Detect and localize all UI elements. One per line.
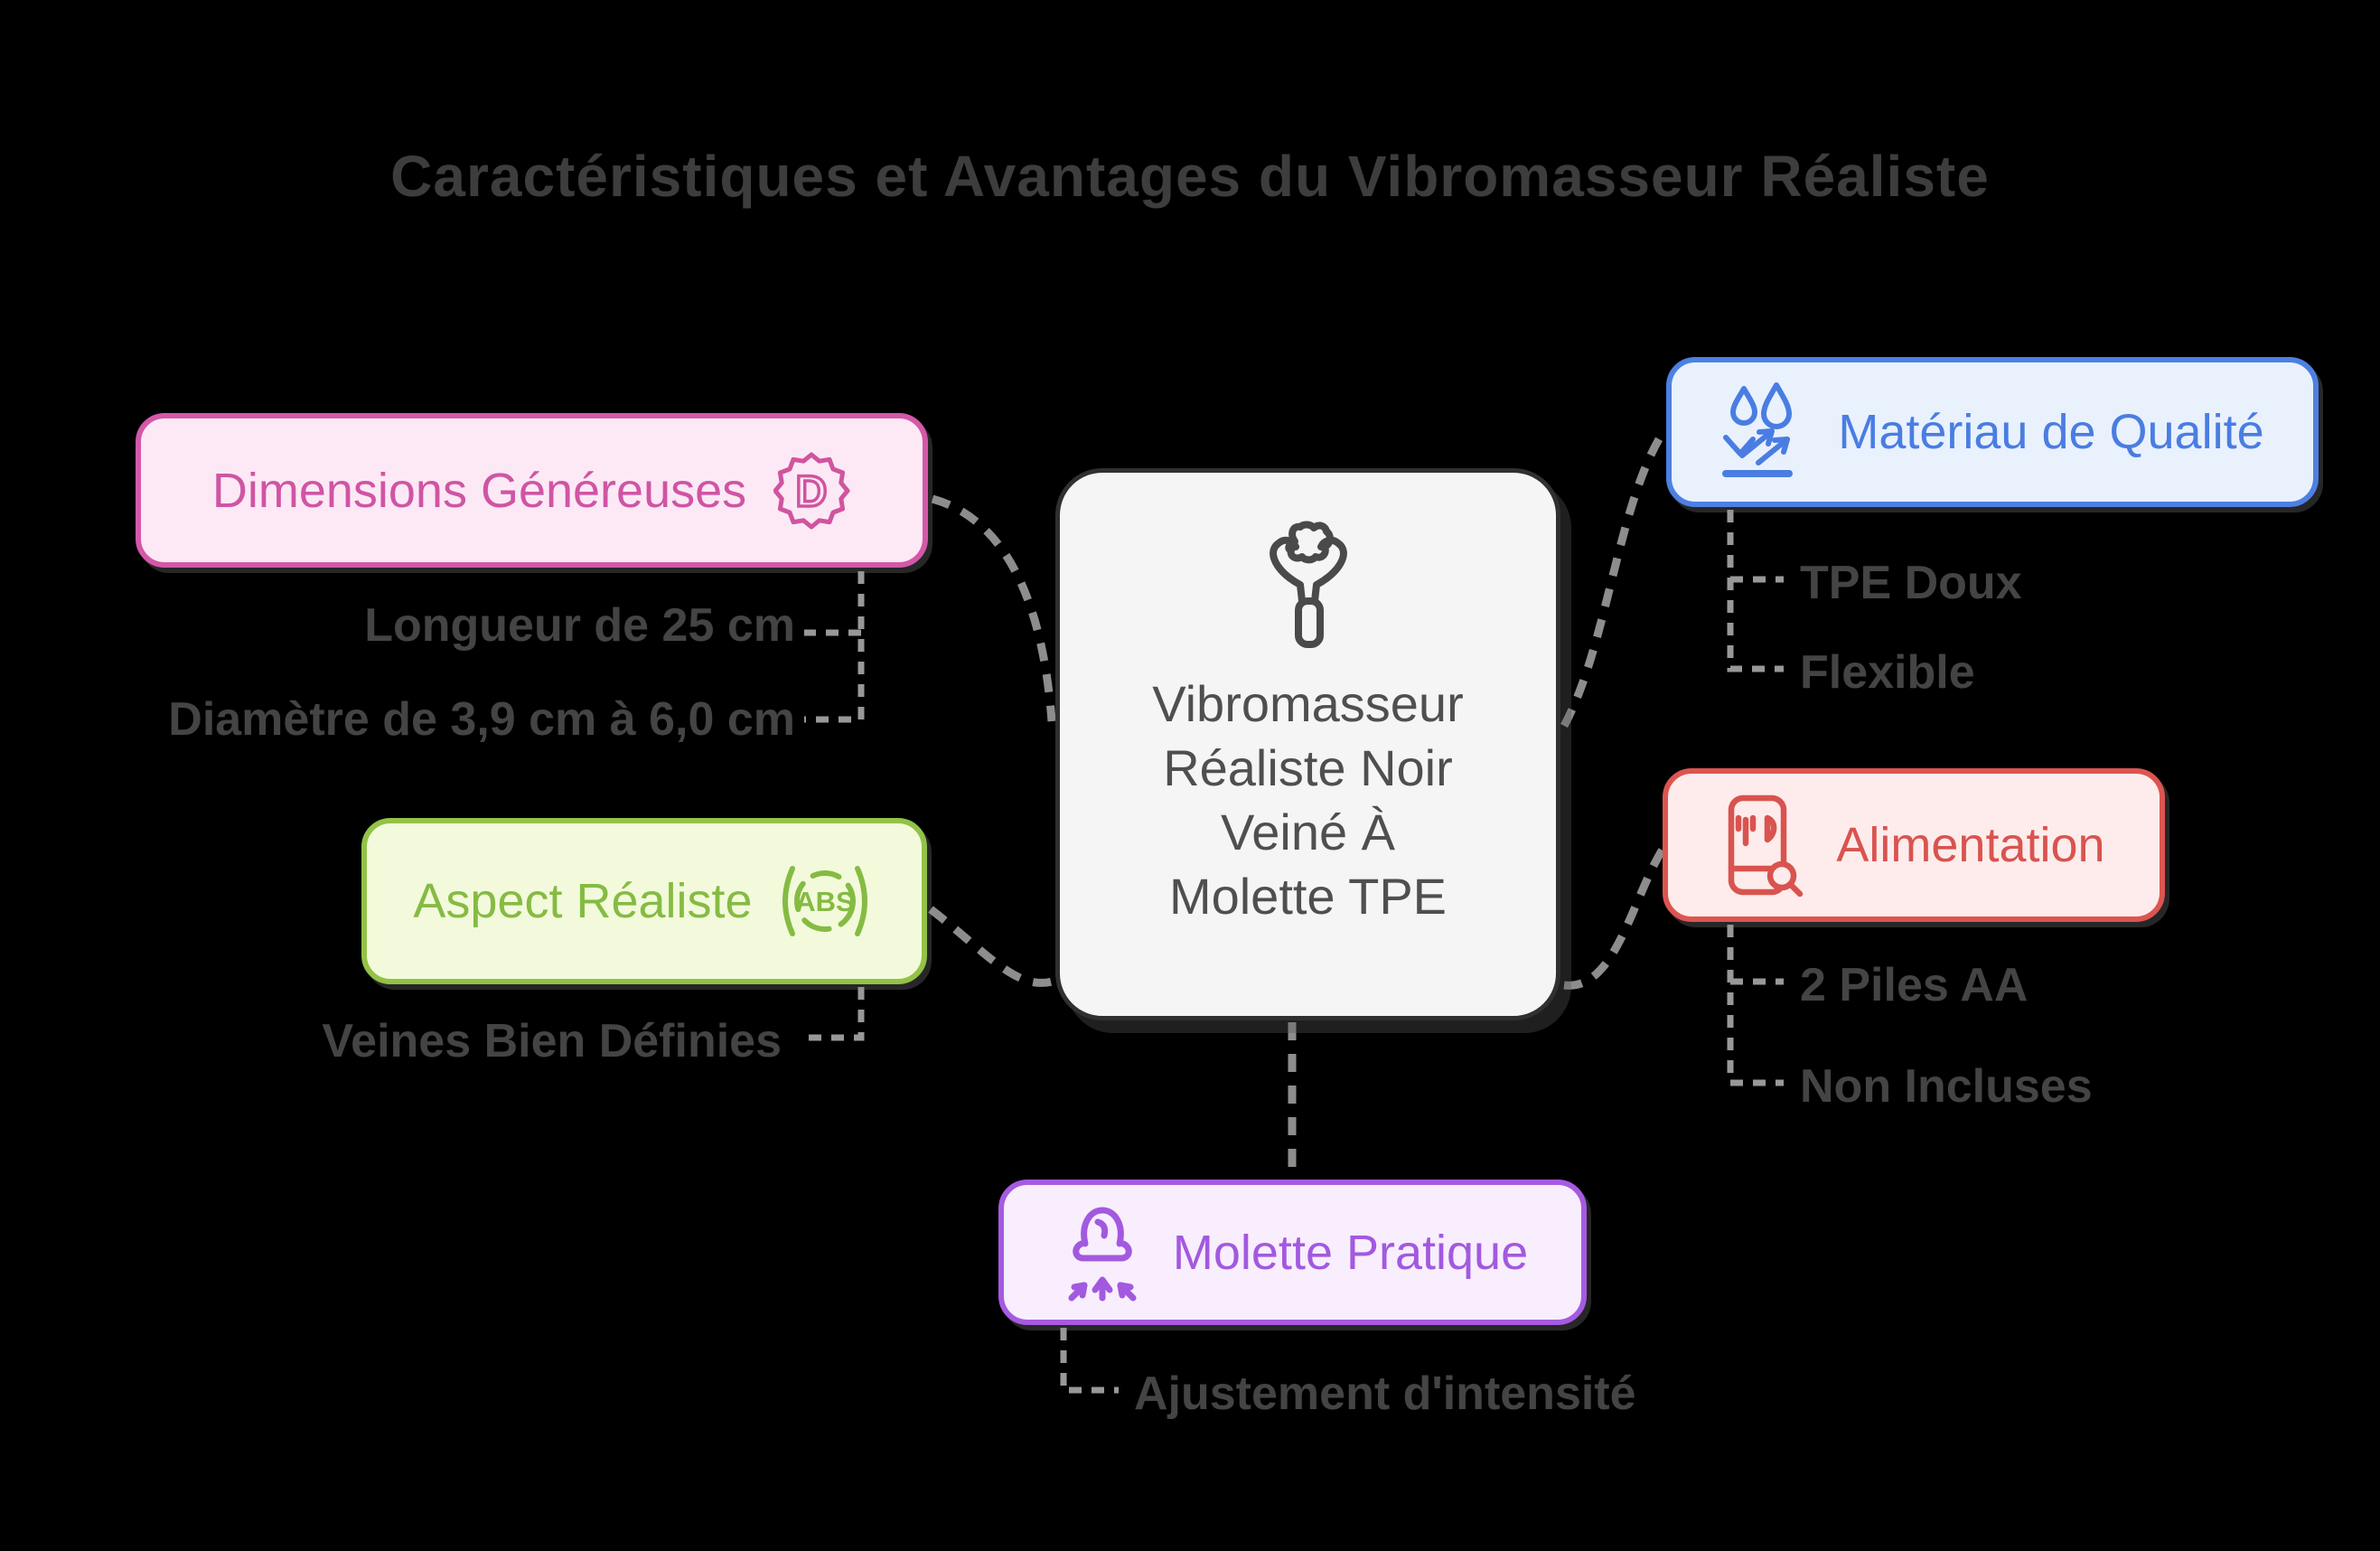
branch-label: Molette Pratique [1172,1225,1529,1280]
central-node: Vibromasseur Réaliste Noir Veiné À Molet… [1055,468,1560,1020]
diagram-title: Caractéristiques et Avantages du Vibroma… [390,144,1990,209]
svg-text:D: D [796,468,828,516]
branch-node-aspect: Aspect Réaliste ABS [361,818,927,984]
massager-icon [1269,521,1347,648]
branch-label: Aspect Réaliste [413,874,753,928]
child-label-diametre: Diamètre de 3,9 cm à 6,0 cm [168,693,795,746]
central-node-label: Vibromasseur Réaliste Noir Veiné À Molet… [1152,675,1464,926]
svg-text:ABS: ABS [795,886,854,917]
water-repellent-icon [1722,382,1794,477]
condom-arrows-icon [1068,1207,1137,1301]
child-label-piles: 2 Piles AA [1800,959,2029,1011]
food-app-phone-icon [1729,794,1804,898]
child-label-veines: Veines Bien Définies [322,1015,782,1067]
branch-label: Matériau de Qualité [1838,405,2264,459]
branch-label: Dimensions Généreuses [211,463,747,518]
abs-icon: ABS [782,866,867,936]
child-label-flexible: Flexible [1800,646,1975,699]
child-label-non-incluses: Non Incluses [1800,1060,2093,1113]
child-label-ajustement: Ajustement d'intensité [1134,1368,1636,1420]
branch-node-alimentation: Alimentation [1663,768,2165,922]
badge-d-icon: D [773,452,850,529]
branch-node-materiau: Matériau de Qualité [1666,357,2319,507]
branch-node-molette: Molette Pratique [998,1180,1587,1325]
branch-node-dimensions: Dimensions Généreuses D [136,413,928,568]
child-label-tpe-doux: TPE Doux [1800,557,2022,609]
branch-label: Alimentation [1836,818,2105,872]
child-label-longueur: Longueur de 25 cm [364,599,795,652]
